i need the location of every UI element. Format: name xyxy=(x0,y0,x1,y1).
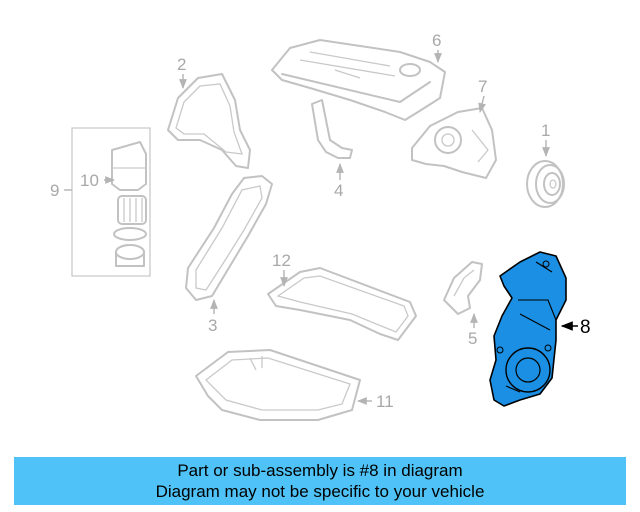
upper-timing-cover[interactable] xyxy=(167,73,251,169)
oil-pan-gasket[interactable] xyxy=(267,267,417,341)
callout-12: 12 xyxy=(272,251,291,270)
oil-pump[interactable] xyxy=(411,107,497,179)
crankshaft-pulley[interactable] xyxy=(526,160,565,208)
callout-10: 10 xyxy=(80,171,99,190)
callout-11: 11 xyxy=(376,392,394,411)
callout-1: 1 xyxy=(541,121,550,140)
bracket[interactable] xyxy=(311,99,353,159)
banner-line-2: Diagram may not be specific to your vehi… xyxy=(155,482,485,501)
oil-pan[interactable] xyxy=(195,349,361,421)
timing-belt[interactable] xyxy=(185,175,273,301)
callout-8: 8 xyxy=(580,317,591,338)
parts-diagram: 1 2 3 4 5 6 7 8 9 10 11 12 xyxy=(50,31,591,421)
callout-4: 4 xyxy=(334,181,343,200)
callout-7: 7 xyxy=(478,77,487,96)
info-banner: Part or sub-assembly is #8 in diagram Di… xyxy=(14,457,626,505)
callout-3: 3 xyxy=(208,316,217,335)
callout-9: 9 xyxy=(50,181,59,200)
valve-cover[interactable] xyxy=(271,39,446,121)
lower-timing-cover-highlighted[interactable] xyxy=(489,251,567,407)
callout-2: 2 xyxy=(177,55,186,74)
callout-6: 6 xyxy=(432,31,441,50)
banner-line-1: Part or sub-assembly is #8 in diagram xyxy=(177,461,463,480)
callout-5: 5 xyxy=(468,329,477,348)
oil-filter-group[interactable] xyxy=(71,127,151,277)
belt-tensioner[interactable] xyxy=(443,261,483,315)
